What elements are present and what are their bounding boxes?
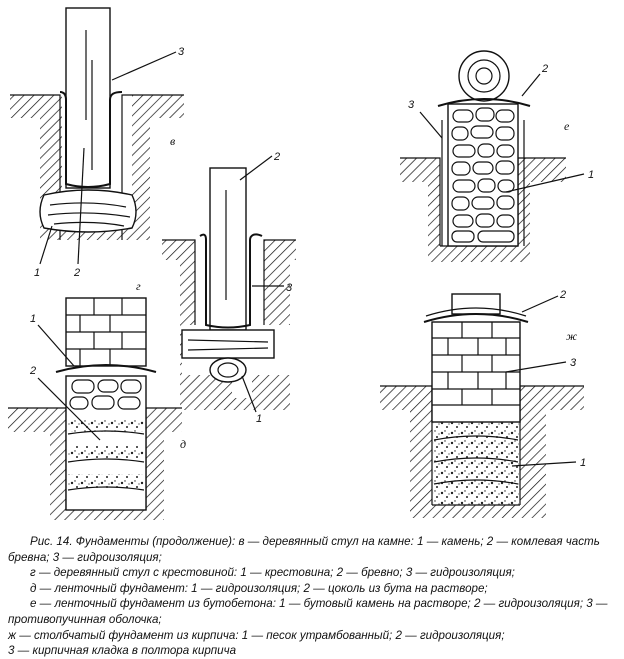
log-v <box>65 7 111 189</box>
panel-e: 2 3 1 е <box>400 50 594 262</box>
callout-g-1: 1 <box>256 413 262 425</box>
callout-v-1: 1 <box>34 267 40 279</box>
callout-v-3: 3 <box>178 46 185 58</box>
callout-e-2: 2 <box>541 63 548 75</box>
caption-line-zh-cont: 3 — кирпичная кладка в полтора кирпича <box>8 644 237 658</box>
caption-line-e: е — ленточный фундамент из бутобетона: 1… <box>8 597 608 626</box>
callout-zh-2: 2 <box>559 289 566 301</box>
letter-d: д <box>180 437 186 451</box>
callout-d-2: 2 <box>29 365 36 377</box>
callout-zh-3: 3 <box>570 357 577 369</box>
caption-line-d: д — ленточный фундамент: 1 — гидроизоляц… <box>30 581 488 595</box>
caption-line-zh: ж — столбчатый фундамент из кирпича: 1 —… <box>8 628 505 642</box>
foundation-diagrams: 3 1 2 в 2 3 1 г <box>8 7 594 520</box>
log-end-e <box>458 50 510 102</box>
callout-e-3: 3 <box>408 99 415 111</box>
waterproofing-e <box>437 98 531 107</box>
waterproofing-v <box>59 91 123 188</box>
stone-v <box>39 189 137 233</box>
callout-zh-1: 1 <box>580 457 586 469</box>
panel-zh: 2 3 1 ж <box>380 289 586 518</box>
letter-v: в <box>170 134 175 148</box>
sand-zh <box>433 422 519 505</box>
waterproofing-zh <box>423 313 529 323</box>
panel-v: 3 1 2 в <box>10 7 185 279</box>
callout-v-2: 2 <box>73 267 80 279</box>
callout-d-1: 1 <box>30 313 36 325</box>
callout-g-2: 2 <box>273 151 280 163</box>
figure-caption: Рис. 14. Фундаменты (продолжение): в — д… <box>8 534 618 659</box>
callout-g-3: 3 <box>286 282 293 294</box>
log-g <box>209 167 247 331</box>
letter-zh: ж <box>566 329 577 343</box>
panel-d: 1 2 д <box>8 297 186 520</box>
waterproofing-g <box>199 233 263 329</box>
caption-line-g: г — деревянный стул с крестовиной: 1 — к… <box>30 566 515 580</box>
crosspiece-g <box>181 329 275 359</box>
letter-e: е <box>564 119 570 133</box>
post-cap-zh <box>451 293 501 315</box>
waterproofing-d <box>55 364 157 373</box>
letter-g: г <box>136 279 141 293</box>
callout-e-1: 1 <box>588 169 594 181</box>
caption-title: Рис. 14. Фундаменты (продолжение): в — д… <box>8 535 600 564</box>
panel-g: 2 3 1 г <box>136 151 296 425</box>
